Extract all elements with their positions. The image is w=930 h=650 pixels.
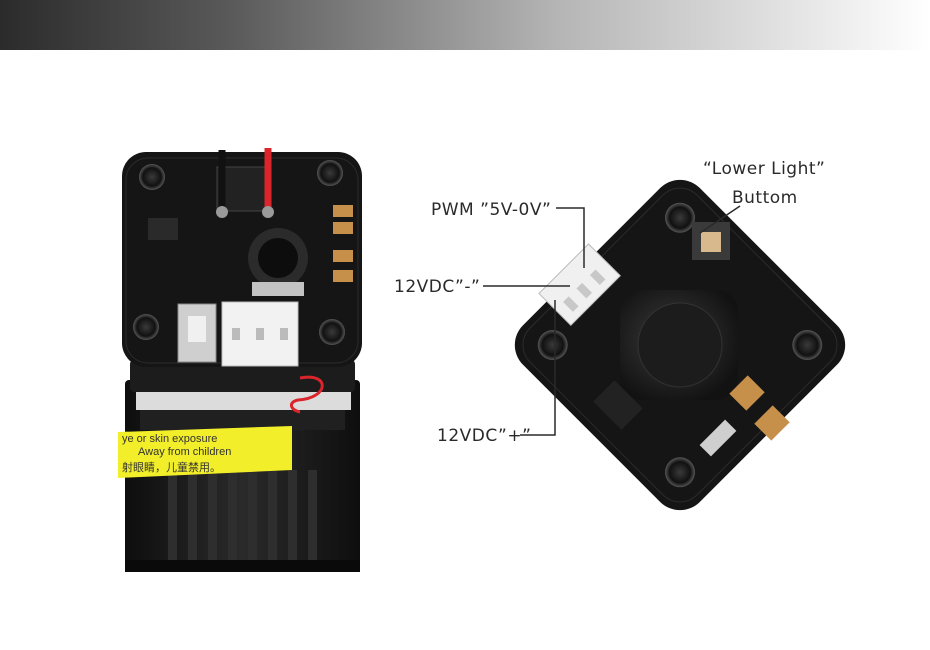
- capacitor: [333, 250, 353, 262]
- vdc-minus-label: 12VDC”-”: [394, 277, 481, 297]
- laser-module-assembly: [118, 148, 362, 572]
- pwm-label: PWM ”5V-0V”: [431, 200, 552, 220]
- lower-light-label-2: Buttom: [732, 188, 798, 208]
- cooling-fan: [130, 360, 355, 392]
- capacitor: [333, 205, 353, 217]
- lower-light-button: [692, 222, 730, 260]
- capacitor: [754, 405, 790, 441]
- small-ic: [148, 218, 178, 240]
- lower-light-label: “Lower Light”: [703, 159, 826, 179]
- pwm-connector: [538, 243, 622, 327]
- mounting-screw: [139, 164, 165, 190]
- inductor-470: [620, 290, 738, 400]
- capacitor: [729, 375, 765, 411]
- vdc-plus-label: 12VDC”+”: [437, 426, 532, 446]
- sticker-text-2: Away from children: [138, 446, 232, 458]
- mounting-screw: [537, 330, 568, 360]
- mounting-screw: [665, 457, 695, 488]
- mounting-screw: [319, 319, 345, 345]
- fan-wire: [290, 375, 324, 414]
- sticker-text-3: 射眼睛，儿童禁用。: [122, 462, 221, 474]
- header-gradient-bar: [0, 0, 930, 50]
- capacitor: [333, 270, 353, 282]
- shunt-resistor: [699, 419, 737, 457]
- small-ic: [593, 380, 643, 430]
- callout-lines: [483, 205, 741, 436]
- mounting-screw: [665, 202, 695, 233]
- fan-spacer: [136, 392, 351, 410]
- capacitor: [333, 222, 353, 234]
- sticker-text-1: ye or skin exposure: [122, 433, 218, 445]
- driver-board-top: [122, 148, 362, 367]
- mounting-screw: [317, 160, 343, 186]
- mounting-screw: [792, 330, 823, 360]
- mounting-screw: [133, 314, 159, 340]
- warning-sticker: [118, 426, 292, 478]
